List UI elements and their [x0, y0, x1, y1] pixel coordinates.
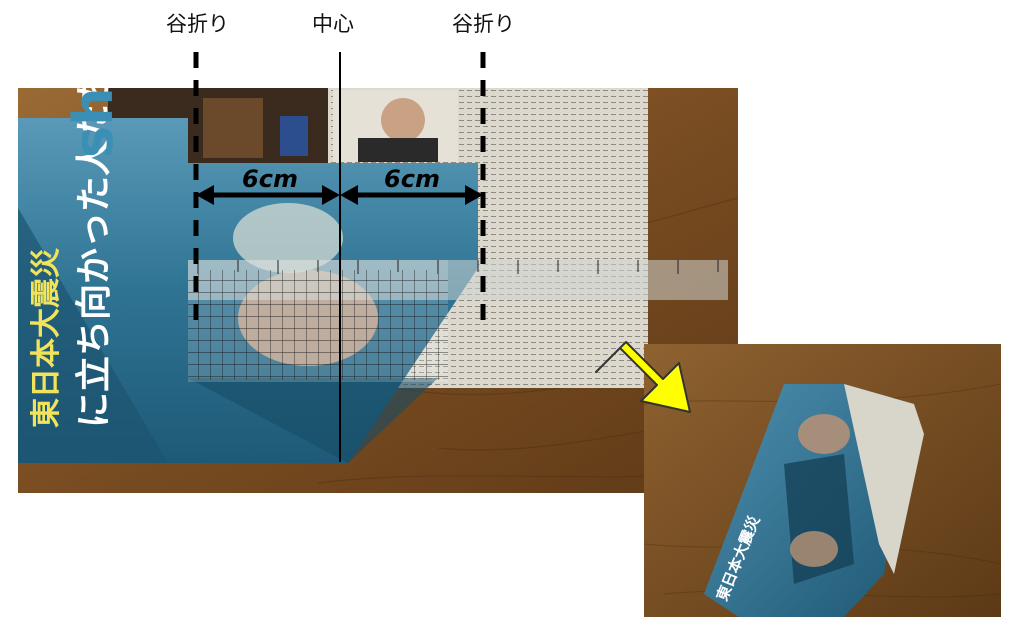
center-label: 中心 — [312, 12, 354, 36]
valley-fold-label-right: 谷折り — [452, 12, 515, 36]
yellow-arrow-icon — [595, 341, 691, 413]
measure-arrow-left — [196, 185, 340, 205]
measure-label-right: 6cm — [384, 165, 440, 193]
main-photo: 東日本大震災 に立ち向かった人たちの sh — [18, 88, 738, 493]
valley-fold-label-left: 谷折り — [166, 12, 229, 36]
transparent-ruler — [188, 260, 728, 382]
poster-title: 東日本大震災 — [29, 247, 64, 428]
measure-label-left: 6cm — [242, 165, 298, 193]
measure-arrow-right — [340, 185, 483, 205]
poster-subtitle: に立ち向かった人たちの — [73, 88, 115, 428]
poster-headline: sh — [62, 88, 125, 158]
inset-photo: 東日本大震災 — [644, 344, 1001, 617]
